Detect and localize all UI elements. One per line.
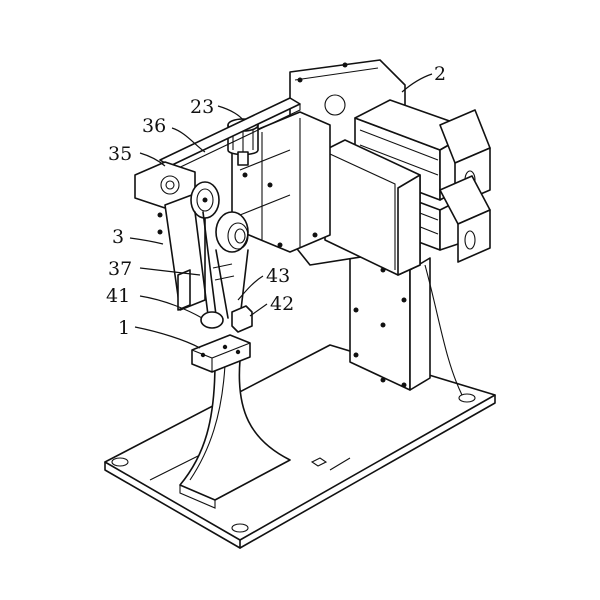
vertical-post <box>349 239 463 396</box>
callout-41: 41 <box>106 285 130 307</box>
work-head-1 <box>191 334 251 373</box>
leader-lines <box>129 73 433 349</box>
drive-belts <box>194 211 249 319</box>
callout-23: 23 <box>190 96 214 118</box>
callout-1: 1 <box>118 317 130 339</box>
callout-37: 37 <box>108 258 132 280</box>
lower-pulley <box>215 211 249 253</box>
roller-41 <box>200 311 224 329</box>
upper-pulley <box>190 181 220 219</box>
curved-support-column <box>179 359 291 509</box>
base-plate <box>104 344 496 549</box>
callout-3: 3 <box>112 226 124 248</box>
left-bracket <box>134 161 206 311</box>
front-cover-plate <box>324 139 421 276</box>
callout-35: 35 <box>108 143 132 165</box>
block-42 <box>231 305 253 333</box>
callout-2: 2 <box>434 63 446 85</box>
callout-43: 43 <box>266 265 290 287</box>
callout-labels: 23 36 35 2 3 37 43 41 42 1 <box>106 63 446 339</box>
callout-42: 42 <box>270 293 294 315</box>
callout-36: 36 <box>142 115 166 137</box>
